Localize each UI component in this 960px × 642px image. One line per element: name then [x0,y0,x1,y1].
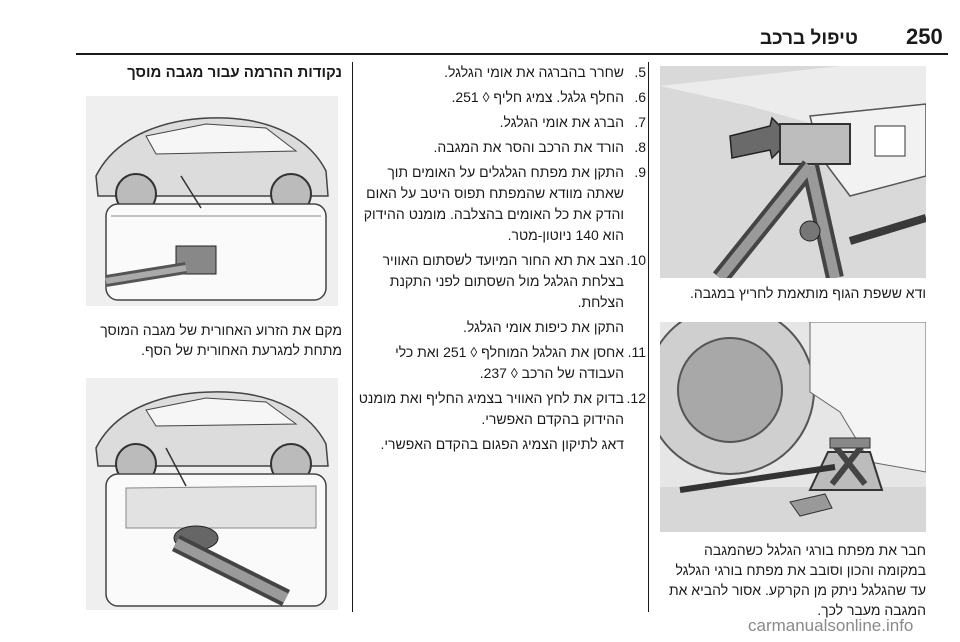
figure-caption-jack-position: מקם את הזרוע האחורית של מגבה המוסך מתחת … [100,322,342,358]
page-number: 250 [906,24,943,49]
step-item: 9.התקן את מפתח הגלגלים על האומים תוך שאת… [363,164,646,243]
step-item: 6.החלף גלגל. צמיג חליף ◊ 251. [451,89,646,105]
watermark: carmanualsonline.info [748,616,914,635]
column-divider-right [648,62,649,612]
step-item: 5.שחרר בהברגה את אומי הגלגל. [444,64,646,80]
jack-arrow-figure [660,66,926,278]
step-item: 8.הורד את הרכב והסר את המגבה. [433,139,647,155]
step-item: 7.הברג את אומי הגלגל. [499,114,646,130]
car-rear-lift-icon [86,378,338,610]
step-item: 12.בדוק את לחץ האוויר בצמיג החליף ואת מו… [358,390,646,427]
scissor-jack-figure [660,322,926,532]
scissor-jack-icon [660,322,926,532]
column-divider-left [352,62,353,612]
step-item: 10.הצב את תא החור המיועד לשסתום האוויר ב… [382,252,646,310]
car-lift-point-figure-rear [86,378,338,610]
car-lift-point-figure [86,96,338,306]
step-note: דאג לתיקון הצמיג הפגום בהקדם האפשרי. [380,436,624,452]
figure-caption-align: ודא ששפת הגוף מותאמת לחריץ במגבה. [689,285,926,301]
section-title: טיפול ברכב [760,28,858,49]
figure-caption-lift: חבר את מפתח בורגי הגלגל כשהמגבה במקומה ו… [668,542,926,618]
lifting-points-title: נקודות ההרמה עבור מגבה מוסך [127,64,342,81]
header-rule [76,53,948,55]
steps-list: 5.שחרר בהברגה את אומי הגלגל. 6.החלף גלגל… [354,62,646,455]
jack-arrow-icon [660,66,926,278]
car-lift-point-icon [86,96,338,306]
step-item: 11.אחסן את הגלגל המוחלף ◊ 251 ואת כלי הע… [395,344,646,381]
step-note: התקן את כיפות אומי הגלגל. [462,319,624,335]
